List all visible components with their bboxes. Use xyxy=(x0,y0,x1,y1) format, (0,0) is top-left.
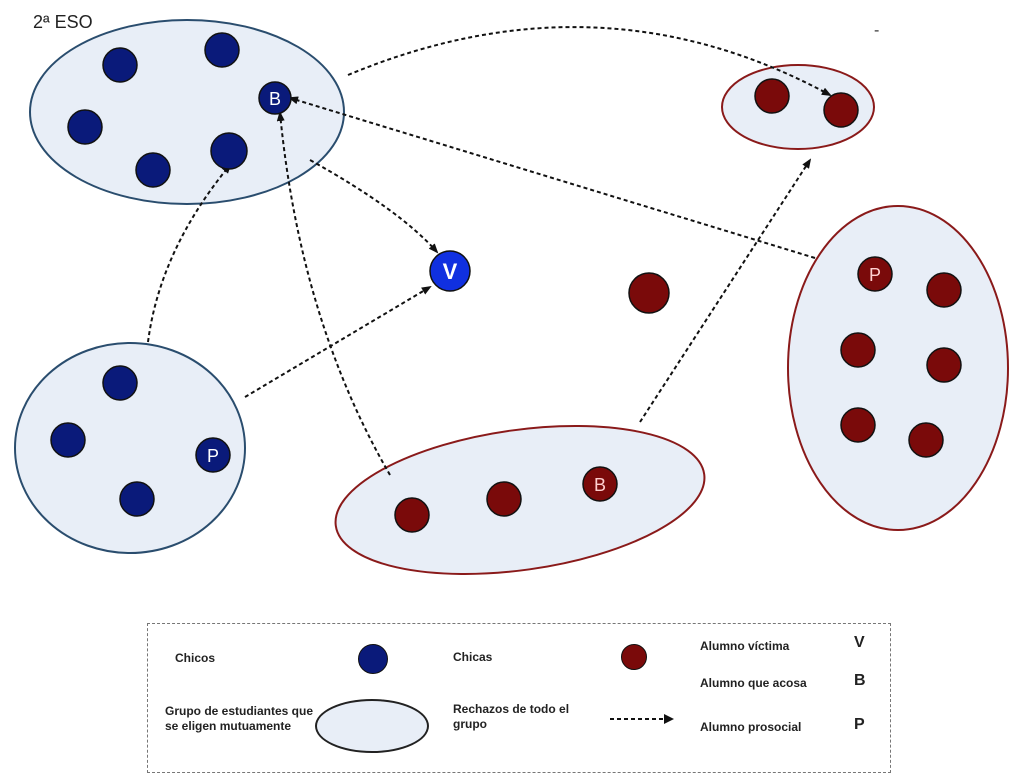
girl-node xyxy=(840,407,876,443)
rejection-arrow xyxy=(147,163,232,343)
legend-bully-letter: B xyxy=(854,672,866,689)
legend-victim-letter: V xyxy=(854,634,865,651)
victim-node xyxy=(429,250,471,292)
corner-mark: - xyxy=(874,22,880,39)
victim-label: V xyxy=(443,259,458,284)
rejection-arrow xyxy=(288,96,816,259)
girl-node xyxy=(628,272,670,314)
girl-node xyxy=(754,78,790,114)
prosocial-girl-label: P xyxy=(869,265,881,285)
rejection-arrow xyxy=(347,26,832,96)
girl-node xyxy=(394,497,430,533)
legend-group-label: Grupo de estudiantes que se eligen mutua… xyxy=(165,704,314,733)
bully-girl-node xyxy=(582,466,618,502)
boy-node xyxy=(210,132,248,170)
legend-boy-icon xyxy=(358,644,388,674)
legend-girl-icon xyxy=(621,644,647,670)
boy-node xyxy=(102,47,138,83)
boy-node xyxy=(50,422,86,458)
rejection-arrow xyxy=(244,285,432,398)
boys-group-bottom-left xyxy=(14,342,246,554)
legend-victim-label: Alumno víctima xyxy=(700,639,790,653)
legend-prosocial-label: Alumno prosocial xyxy=(700,720,802,734)
prosocial-girl-node xyxy=(857,256,893,292)
boy-node xyxy=(119,481,155,517)
legend-bully-label: Alumno que acosa xyxy=(700,676,807,690)
legend-prosocial-letter: P xyxy=(854,716,865,733)
girl-node xyxy=(840,332,876,368)
rejection-arrow xyxy=(639,158,812,423)
prosocial-boy-node xyxy=(195,437,231,473)
girl-node xyxy=(908,422,944,458)
boy-node xyxy=(67,109,103,145)
boy-node xyxy=(204,32,240,68)
boy-node xyxy=(135,152,171,188)
legend-group-icon xyxy=(315,699,429,753)
bully-boy-label: B xyxy=(269,89,281,109)
girl-node xyxy=(926,347,962,383)
girls-group-right xyxy=(787,205,1009,531)
sociogram-canvas: B P V P B xyxy=(14,19,1009,575)
bully-girl-label: B xyxy=(594,475,606,495)
diagram-title: 2ª ESO xyxy=(33,12,93,32)
girl-node xyxy=(486,481,522,517)
legend-boys-label: Chicos xyxy=(175,651,216,665)
girl-node xyxy=(926,272,962,308)
boy-node xyxy=(102,365,138,401)
girl-node xyxy=(823,92,859,128)
bully-boy-node xyxy=(258,81,292,115)
legend: Chicos Chicas Alumno víctima V Alumno qu… xyxy=(147,623,891,773)
rejection-arrow xyxy=(309,159,439,254)
legend-rejection-label: Rechazos de todo el grupo xyxy=(453,702,570,731)
legend-girls-label: Chicas xyxy=(453,650,493,664)
prosocial-boy-label: P xyxy=(207,446,219,466)
legend-rejection-arrow-icon xyxy=(610,714,674,724)
rejection-arrow xyxy=(276,111,391,476)
